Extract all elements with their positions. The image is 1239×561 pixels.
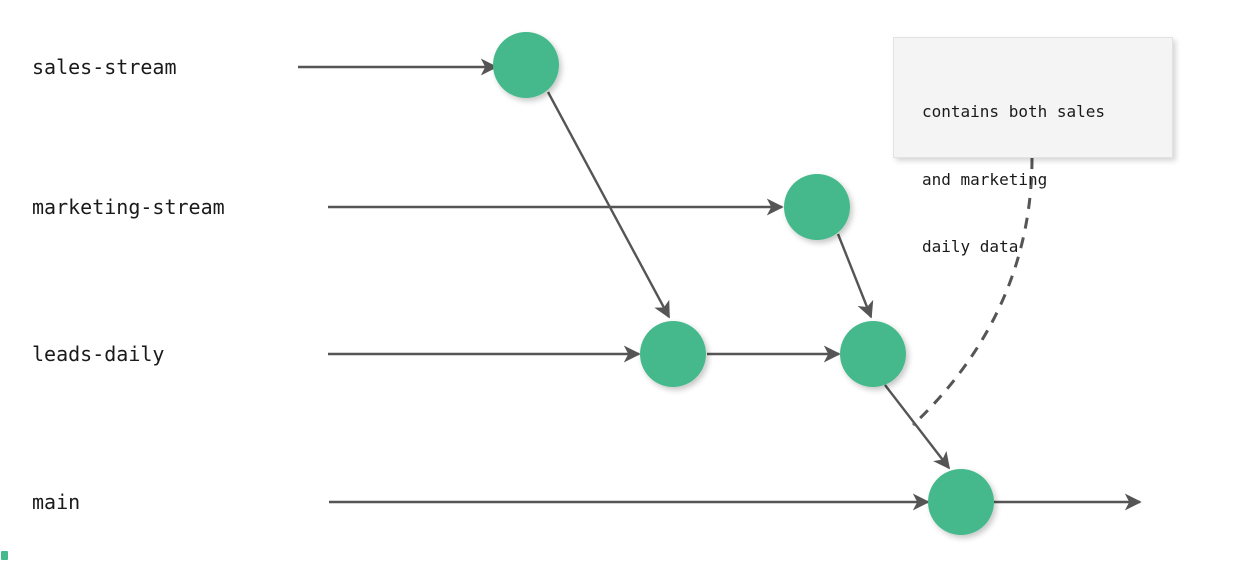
annotation-line-2: and marketing (922, 169, 1048, 189)
merge-lines-group (546, 91, 951, 470)
corner-green-artifact (1, 551, 8, 560)
merge-edge-leads-to-main (884, 384, 951, 470)
commit-node-leads-1[interactable] (640, 321, 706, 387)
branch-label-main: main (32, 490, 81, 514)
branch-label-marketing-stream: marketing-stream (32, 195, 225, 219)
commit-node-sales-1[interactable] (493, 32, 559, 98)
commit-nodes-group (493, 32, 994, 535)
annotation-callout-box: contains both sales and marketing daily … (893, 37, 1173, 256)
annotation-connector-group (911, 157, 1034, 427)
annotation-line-1: contains both sales (922, 102, 1106, 121)
branch-label-leads-daily: leads-daily (32, 342, 165, 366)
commit-node-leads-2[interactable] (840, 321, 906, 387)
annotation-connector-dashed-line (911, 157, 1034, 427)
merge-edge-marketing-to-leads (836, 233, 874, 319)
branch-lines-group (298, 58, 1142, 511)
annotation-line-3: daily data (922, 237, 1019, 256)
annotation-callout-text: contains both sales and marketing daily … (922, 56, 1105, 304)
commit-node-marketing-1[interactable] (784, 174, 850, 240)
commit-node-main-1[interactable] (928, 469, 994, 535)
branch-label-sales-stream: sales-stream (32, 55, 177, 79)
merge-edge-sales-to-leads (546, 91, 671, 319)
